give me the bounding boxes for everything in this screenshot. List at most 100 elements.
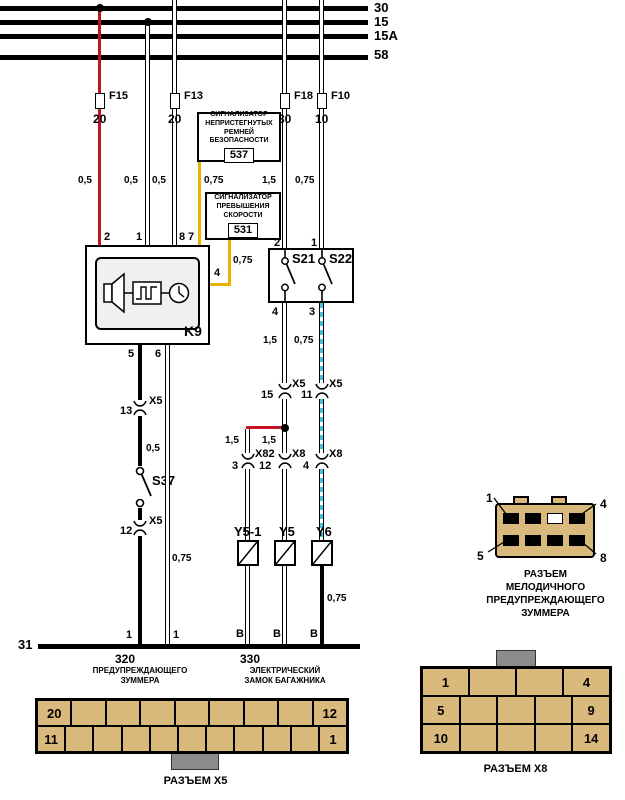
x8-cell: 5	[422, 696, 460, 724]
wire-s37-lower	[138, 508, 142, 520]
wire-to-y6	[319, 469, 324, 540]
switch-pin-label: 1	[311, 237, 318, 249]
solenoid-y5	[274, 540, 296, 566]
x5-cell: 1	[318, 726, 348, 752]
gauge-label: 0,75	[294, 335, 314, 346]
belt-warning-title-line: СИГНАЛИЗАТОР	[210, 111, 268, 118]
connector-symbol-x5-15	[278, 383, 292, 399]
x8-row-2: 5 9	[422, 696, 610, 724]
bus-label-30: 30	[374, 0, 389, 15]
caption-line: ЗАМОК БАГАЖНИКА	[244, 676, 326, 686]
k9-pin5-label: 5	[128, 348, 135, 360]
x8-cell	[497, 696, 535, 724]
fuse-f10-rating: 10	[315, 112, 329, 126]
belt-warning-title-line: РЕМНЕЙ БЕЗОПАСНОСТИ	[209, 128, 269, 145]
s22-label: S22	[329, 251, 353, 266]
caption-line: ПРЕДУПРЕЖДАЮЩЕГО	[92, 666, 188, 675]
x5-row-top: 20 12	[37, 700, 347, 726]
junction-dot	[96, 4, 104, 12]
x5-connector-title: РАЗЪЕМ X5	[163, 775, 228, 787]
wire-s22-out	[319, 303, 324, 383]
bus-label-58: 58	[374, 47, 389, 62]
gauge-label: 0,75	[204, 175, 224, 186]
buzzer-pin-label: 5	[477, 549, 484, 563]
fuse-f13-name: F13	[184, 90, 203, 102]
connector-symbol-x5-11	[315, 383, 329, 399]
x5-cell	[290, 726, 319, 752]
x5-cell	[234, 726, 263, 752]
wire-speed-indicator-yellow-h	[210, 283, 231, 286]
x5-cell: 20	[37, 700, 72, 726]
ground-pin-label: 1	[126, 629, 133, 641]
k9-pin6-label: 6	[155, 348, 162, 360]
connector-symbol-x8-12	[278, 453, 292, 469]
title-line: ЗУММЕРА	[521, 608, 570, 619]
x8-cell	[516, 668, 563, 696]
wire-branch-red	[246, 426, 285, 429]
x5-cell	[206, 726, 235, 752]
ground-bus-label: 31	[18, 637, 33, 652]
gauge-label: 0,5	[152, 175, 166, 186]
connector-pin: 12	[259, 460, 272, 472]
gauge-label: 1,5	[263, 335, 277, 346]
x8-row-1: 1 4	[422, 668, 610, 696]
wire-s21-out	[282, 303, 287, 383]
x5-cell	[121, 726, 150, 752]
belt-warning-ref-number: 537	[223, 148, 255, 163]
connector-pin: 13	[120, 405, 133, 417]
k9-pin1-label: 1	[136, 231, 143, 243]
ground-pin-label: В	[236, 628, 244, 640]
ground-pin-label: В	[273, 628, 281, 640]
x5-cell: 11	[37, 726, 66, 752]
bus-line-15	[0, 20, 368, 25]
x8-cell	[469, 668, 516, 696]
buzzer-slot	[569, 535, 585, 546]
connector-name: X5	[149, 515, 163, 527]
wire-k9-pin6	[165, 345, 170, 648]
speed-warning-title-line: СКОРОСТИ	[223, 211, 263, 219]
x8-connector-title: РАЗЪЕМ X8	[483, 763, 548, 775]
gauge-label: 0,5	[78, 175, 92, 186]
buzzer-connector-body	[495, 503, 595, 558]
k9-pin7-label: 7	[188, 231, 195, 243]
x5-row-bottom: 11 1	[37, 726, 348, 752]
x8-cell: 1	[422, 668, 469, 696]
wire-y5-ground	[282, 566, 287, 646]
gauge-label: 0,75	[233, 255, 253, 266]
belt-warning-ref-box: СИГНАЛИЗАТОР НЕПРИСТЕГНУТЫХ РЕМНЕЙ БЕЗОП…	[197, 111, 281, 163]
s37-label: S37	[152, 473, 176, 488]
k9-label: K9	[184, 323, 202, 339]
junction-dot	[281, 424, 289, 432]
buzzer-pin-label: 4	[600, 497, 607, 511]
bus-line-58	[0, 55, 368, 60]
x5-cell: 12	[312, 700, 347, 726]
x5-cell	[140, 700, 175, 726]
k9-pin8-label: 8	[179, 231, 186, 243]
ground-point-number: 330	[240, 652, 261, 666]
buzzer-slot	[525, 535, 541, 546]
gauge-label: 1,5	[225, 435, 239, 446]
ground-pin-label: В	[310, 628, 318, 640]
x5-cell	[93, 726, 122, 752]
fuse-f18-name: F18	[294, 90, 313, 102]
x5-cell	[262, 726, 291, 752]
ground-point-caption: ЭЛЕКТРИЧЕСКИЙ ЗАМОК БАГАЖНИКА	[210, 666, 360, 687]
switch-s37-symbol	[135, 466, 152, 508]
switch-pin-label: 4	[272, 306, 279, 318]
title-line: МЕЛОДИЧНОГО	[505, 582, 586, 593]
y5-label: Y5	[279, 524, 295, 539]
bus-line-15a	[0, 34, 368, 39]
speed-warning-title-line: СИГНАЛИЗАТОР	[214, 194, 272, 202]
x5-cell	[209, 700, 244, 726]
connector-name: X8	[292, 448, 306, 460]
gauge-label: 0,75	[327, 593, 347, 604]
connector-symbol-x5-12	[133, 520, 147, 536]
fuse-f18-rating: 30	[278, 112, 292, 126]
connector-symbol-x5-13	[133, 400, 147, 416]
buzzer-icon	[103, 272, 190, 314]
connector-x8-table: 1 4 5 9 10 14	[420, 666, 612, 754]
connector-pin: 12	[120, 525, 133, 537]
x8-cell	[534, 696, 573, 724]
ground-point-number: 320	[115, 652, 136, 666]
wire-f18-to-s21	[282, 0, 287, 248]
